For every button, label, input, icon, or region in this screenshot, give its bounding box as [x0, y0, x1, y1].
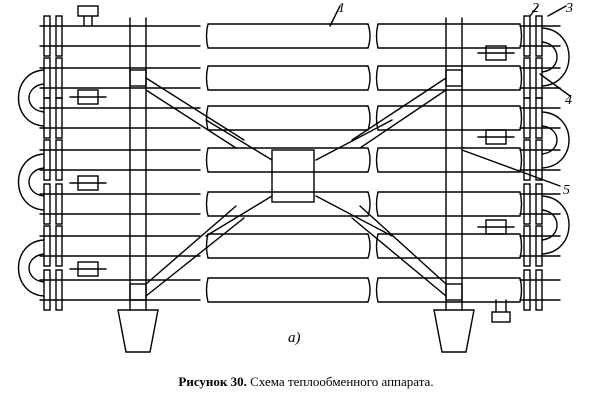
caption-text: Схема теплообменного аппарата.	[246, 374, 434, 389]
pipe-row-2	[39, 65, 561, 91]
pipe-row-1	[39, 23, 561, 49]
right-flanges	[523, 15, 543, 311]
left-flanges	[43, 15, 63, 311]
callout-5: 5	[563, 183, 570, 198]
pipe-row-3	[39, 105, 561, 131]
left-return-bends	[18, 69, 45, 297]
pipe-row-5	[39, 191, 561, 217]
callout-3: 3	[565, 1, 573, 16]
figure-caption: Рисунок 30. Схема теплообменного аппарат…	[0, 374, 612, 390]
pipe-row-7	[39, 277, 561, 303]
center-box	[271, 149, 315, 203]
diagonal-braces	[145, 77, 447, 297]
pipe-row-4	[39, 147, 561, 173]
caption-label: Рисунок 30.	[178, 374, 247, 389]
leader-lines	[329, 5, 571, 187]
left-bolts	[69, 89, 107, 277]
callout-1: 1	[338, 1, 345, 16]
right-return-bends	[541, 27, 570, 255]
callout-4: 4	[565, 93, 572, 108]
callout-2: 2	[532, 1, 539, 16]
inlet-nozzle	[77, 5, 99, 27]
outlet-nozzle	[491, 299, 511, 323]
figure-sublabel: а)	[288, 330, 301, 346]
right-bolts	[477, 45, 515, 235]
pipe-row-6	[39, 233, 561, 259]
